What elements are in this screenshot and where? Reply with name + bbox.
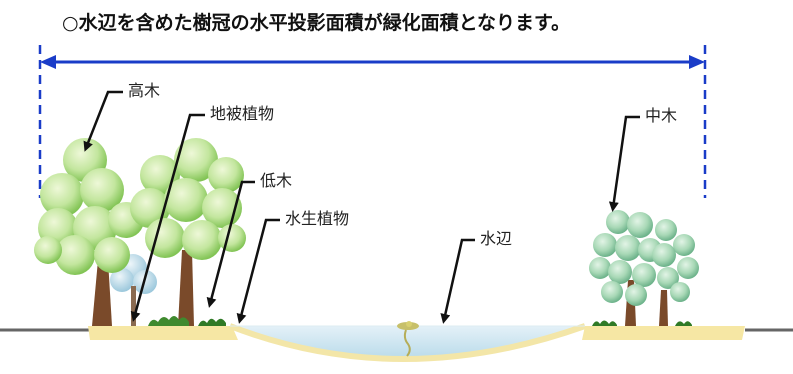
leader-arrows bbox=[83, 90, 640, 324]
tall-tree-canopy-right bbox=[130, 138, 246, 260]
label-medium-tree: 中木 bbox=[645, 106, 678, 125]
diagram-title: ○水辺を含めた樹冠の水平投影面積が緑化面積となります。 bbox=[62, 12, 571, 34]
label-ground-cover: 地被植物 bbox=[210, 104, 275, 123]
label-tall-tree: 高木 bbox=[128, 81, 161, 100]
label-low-tree: 低木 bbox=[260, 171, 293, 190]
label-aquatic-plants: 水生植物 bbox=[285, 209, 350, 228]
water-plant-icon bbox=[397, 321, 419, 357]
label-waterside: 水辺 bbox=[480, 229, 513, 248]
ground bbox=[0, 323, 793, 362]
canopy-span-indicator bbox=[38, 45, 707, 198]
tall-tree-canopy-left bbox=[34, 138, 144, 275]
medium-trees bbox=[589, 210, 699, 326]
